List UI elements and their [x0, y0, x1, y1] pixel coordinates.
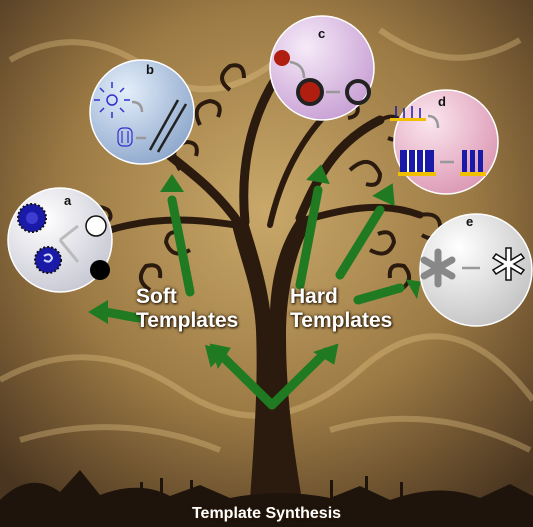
tree-curls: [87, 55, 443, 292]
figure-title: Template Synthesis: [191, 505, 342, 522]
panel-c-letter: c: [318, 26, 325, 41]
panel-b: b: [89, 59, 195, 165]
soft-label-line2: Templates: [136, 309, 239, 332]
soft-label-line1: Soft: [136, 285, 177, 308]
arrow-hard-to-e: [353, 283, 405, 305]
arrow-hard-to-d: [335, 205, 385, 280]
hard-label-line1: Hard: [290, 285, 338, 308]
rod-micelle-icon: [117, 127, 133, 147]
panel-e: e: [419, 213, 533, 327]
filled-template-icon: [398, 150, 436, 176]
soft-templates-label: Soft Templates: [136, 285, 238, 333]
core-particle-icon: [274, 50, 290, 66]
arrow-to-hard: [267, 347, 331, 410]
surfactant-assembly-icon: [94, 82, 130, 118]
arrow-soft-to-b: [167, 195, 195, 297]
hard-label-line2: Templates: [290, 309, 393, 332]
panel-a: a: [7, 187, 113, 293]
nanowire-icon: [148, 99, 188, 153]
arrow-to-soft: [213, 347, 277, 410]
tree-trunk: [232, 215, 312, 500]
panel-b-letter: b: [146, 62, 154, 77]
panel-d-letter: d: [438, 94, 446, 109]
panel-e-letter: e: [466, 214, 473, 229]
solid-star-template-icon: [420, 248, 456, 288]
panel-c: c: [269, 15, 375, 121]
solid-sphere-icon: [90, 260, 110, 280]
arrow-soft-to-a: [101, 307, 143, 323]
hollow-star-icon: [491, 247, 526, 281]
arrow-hard-to-c: [295, 185, 323, 290]
panel-a-letter: a: [64, 193, 72, 208]
hard-templates-label: Hard Templates: [290, 285, 392, 333]
arrows: [101, 185, 405, 410]
nanorod-array-icon: [460, 150, 486, 176]
hollow-sphere-icon: [85, 215, 107, 237]
hollow-shell-icon: [345, 79, 371, 105]
panel-d: d: [390, 89, 499, 195]
emulsion-droplet-icon: [34, 246, 62, 274]
coated-particle-icon: [296, 78, 324, 106]
arrowheads: [88, 164, 421, 369]
crowd-silhouette: [0, 470, 533, 527]
porous-template-icon: [390, 106, 426, 121]
